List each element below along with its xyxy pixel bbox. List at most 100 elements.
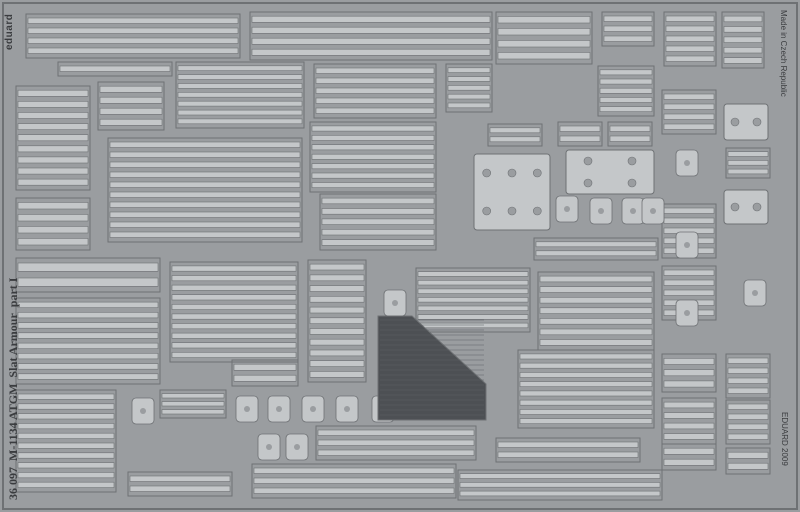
armour-slat [311,144,435,151]
armour-slat [489,136,541,143]
armour-slat [17,145,89,153]
slat-group-frame [97,81,165,131]
armour-slat [251,15,491,23]
armour-slat [519,381,653,388]
armour-slat [17,89,89,97]
armour-slat [311,153,435,160]
armour-slat [321,197,435,205]
set-code: 36 097 [6,467,20,500]
slat-group-frame [175,61,305,129]
bracket-hole [752,290,758,296]
armour-slat [17,311,159,319]
armour-slat [27,17,239,24]
armour-slat [599,69,653,76]
armour-slat [535,250,657,257]
slat-group-frame [249,11,493,61]
slat-group-frame [725,147,771,179]
bracket-hole [650,208,656,214]
armour-slat [417,297,529,303]
armour-slat [559,125,601,132]
slat-group-frame [251,463,457,499]
armour-slat [17,393,115,400]
armour-slat [17,134,89,142]
armour-slat [723,46,763,54]
armour-slat [17,363,159,370]
slat-group-frame [15,257,161,293]
bracket-hole [684,310,690,316]
bracket-hole [266,444,272,450]
slat-group-frame [107,137,303,243]
armour-slat [309,274,365,282]
armour-slat [177,74,303,80]
armour-slat [317,439,475,446]
armour-slat [27,47,239,54]
armour-slat [603,15,653,22]
armour-slat [663,412,715,419]
slat-group-frame [495,437,641,463]
slat-group-frame [721,11,765,69]
armour-slat [311,172,435,179]
armour-slat [17,432,115,439]
armour-slat [519,353,653,360]
mounting-hole [627,156,637,166]
armour-slat [253,487,455,494]
slat-group-frame [725,447,771,475]
armour-slat [727,403,769,410]
armour-slat [109,171,301,178]
armour-slat [171,342,297,349]
armour-slat [723,15,763,23]
armour-slat [663,279,715,286]
armour-slat [17,277,159,287]
armour-slat [663,103,715,110]
armour-slat [129,485,231,492]
armour-slat [663,93,715,100]
armour-slat [17,156,89,164]
armour-slat [663,401,715,409]
armour-slat [171,275,297,282]
armour-slat [309,328,365,335]
armour-slat [177,100,303,107]
armour-slat [539,328,653,336]
slat-group-frame [517,349,655,429]
armour-slat [17,301,159,309]
armour-slat [17,262,159,272]
armour-slat [321,208,435,215]
mounting-plate [473,153,551,231]
armour-slat [17,167,89,175]
armour-slat [447,93,491,100]
slat-group-frame [661,353,717,393]
mounting-hole [730,202,740,212]
armour-slat [727,151,769,157]
armour-slat [497,451,639,458]
armour-slat [663,357,715,365]
slat-group-frame [663,11,717,67]
armour-slat [609,125,651,132]
armour-slat [171,294,297,301]
armour-slat [417,279,529,286]
slat-group-frame [661,89,717,135]
slat-group-frame [15,197,91,251]
armour-slat [663,380,715,388]
armour-slat [315,67,435,74]
armour-slat [727,160,769,166]
armour-slat [539,286,653,293]
slat-group-frame [495,11,593,65]
armour-slat [171,332,297,339]
mounting-hole [583,156,593,166]
slat-group-frame [445,63,493,113]
armour-slat [309,306,365,314]
armour-slat [447,85,491,91]
armour-slat [519,362,653,369]
armour-slat [539,296,653,304]
armour-slat [27,27,239,34]
armour-slat [519,390,653,397]
armour-slat [417,322,529,329]
armour-slat [539,275,653,283]
armour-slat [177,83,303,89]
armour-slat [17,322,159,329]
armour-slat [727,462,769,470]
slat-group-frame [725,353,771,399]
armour-slat [177,109,303,116]
